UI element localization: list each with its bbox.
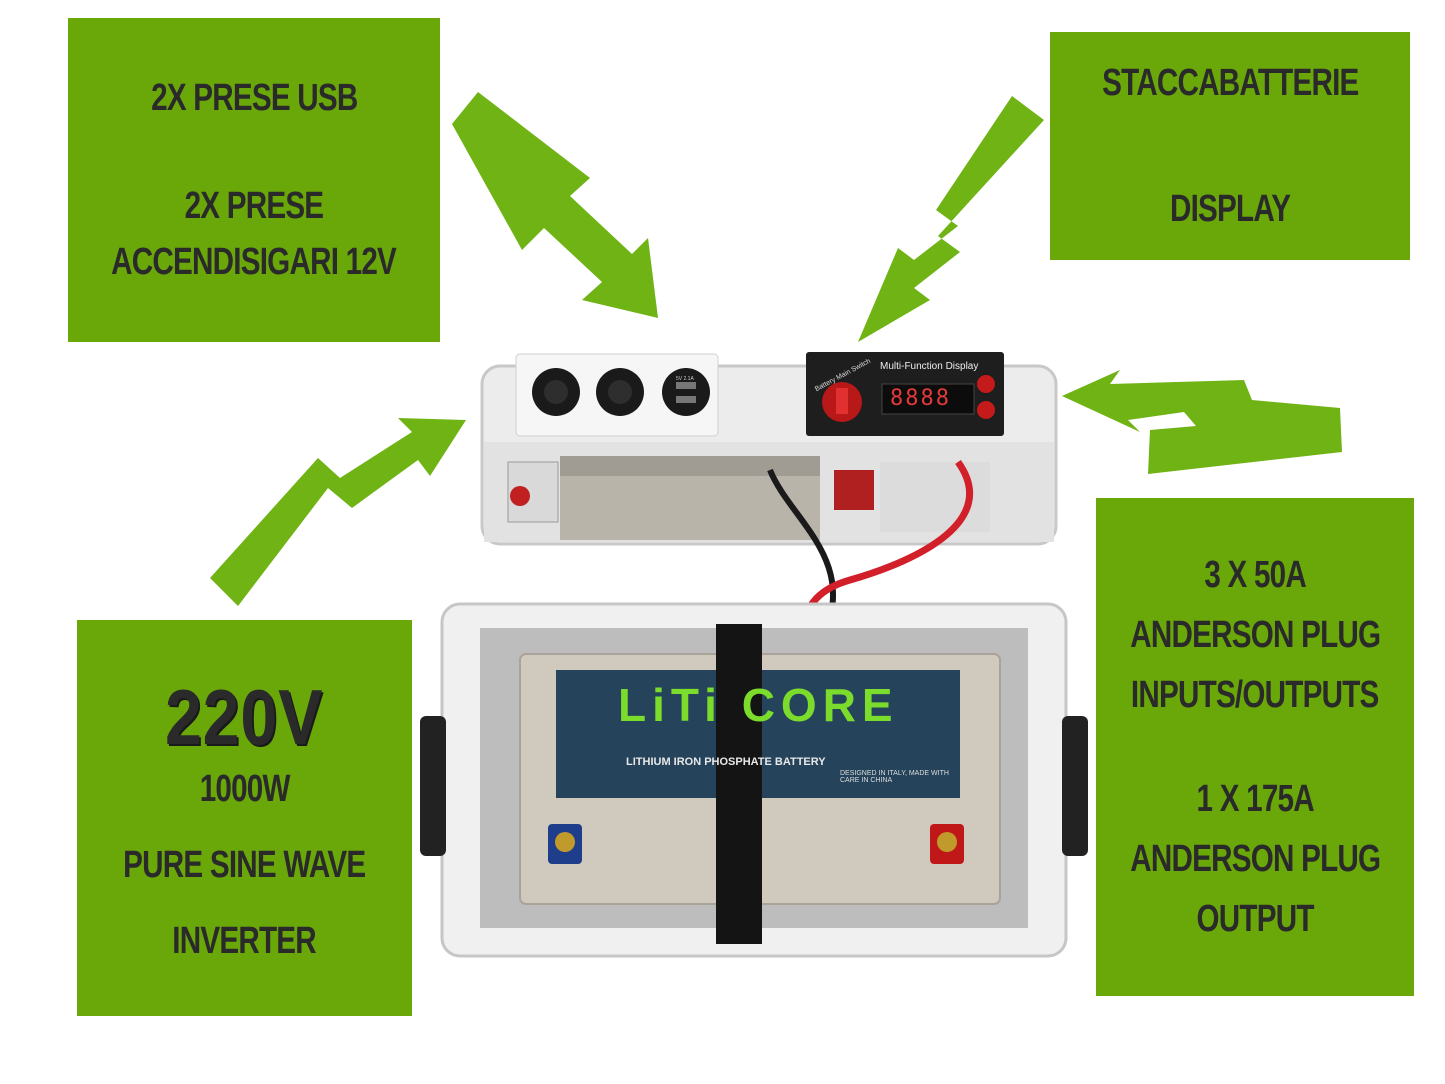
battery-brand: LiTi CORE [618, 679, 899, 731]
callout-battery-switch-display: STACCABATTERIE DISPLAY [1050, 32, 1410, 260]
callout-line: 3 X 50A [1204, 554, 1306, 596]
device-lid [480, 352, 1058, 546]
callout-line: PURE SINE WAVE [123, 844, 366, 886]
callout-line: 2X PRESE [184, 185, 325, 227]
display-readout: 8888 [890, 386, 951, 411]
callout-usb-sockets: 2X PRESE USB 2X PRESE ACCENDISIGARI 12V [68, 18, 440, 342]
battery-subtitle: LITHIUM IRON PHOSPHATE BATTERY [626, 756, 826, 768]
callout-line: ANDERSON PLUG [1129, 838, 1381, 880]
callout-line: INVERTER [172, 920, 317, 962]
callout-line: OUTPUT [1196, 898, 1314, 940]
callout-anderson-plugs: 3 X 50A ANDERSON PLUG INPUTS/OUTPUTS 1 X… [1096, 498, 1414, 996]
callout-line: STACCABATTERIE [1101, 62, 1359, 104]
zigzag-arrow-icon [210, 418, 466, 606]
callout-line: DISPLAY [1169, 188, 1291, 230]
zigzag-arrow-icon [452, 92, 658, 318]
callout-voltage: 220V [165, 673, 324, 761]
usb-rating: 5V 2.1A [676, 376, 694, 382]
power-button-icon [977, 375, 995, 393]
zigzag-arrow-icon [858, 96, 1044, 342]
device-base [420, 602, 1088, 958]
callout-line: ANDERSON PLUG [1129, 614, 1381, 656]
zigzag-arrow-icon [1062, 370, 1342, 474]
battery-origin: DESIGNED IN ITALY, MADE WITH CARE IN CHI… [840, 770, 949, 784]
display-title: Multi-Function Display [880, 361, 979, 372]
callout-line: 1000W [199, 768, 290, 810]
callout-inverter: 220V 1000W PURE SINE WAVE INVERTER [77, 620, 412, 1016]
usb-socket-icon [662, 368, 710, 416]
callout-line: ACCENDISIGARI 12V [111, 241, 398, 283]
multi-function-display [881, 383, 975, 415]
callout-line: 1 X 175A [1196, 778, 1314, 820]
callout-line: INPUTS/OUTPUTS [1131, 674, 1379, 716]
callout-line: 2X PRESE USB [150, 77, 358, 119]
